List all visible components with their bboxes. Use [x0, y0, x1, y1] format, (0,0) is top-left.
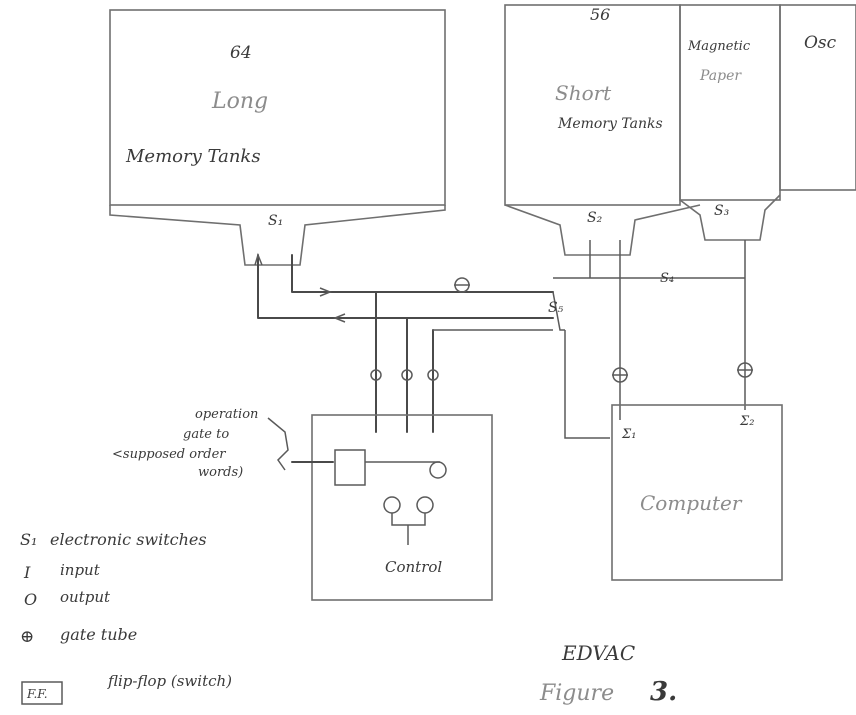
wiring: [255, 240, 745, 438]
switch-s2-label: S₂: [587, 210, 603, 226]
switch-s1-label: S₁: [268, 213, 283, 229]
control-block: Control: [292, 415, 492, 600]
legend-text-4: flip-flop (switch): [107, 672, 232, 690]
computer-label: Computer: [640, 491, 743, 515]
switch-s3-label: S₃: [714, 203, 730, 219]
gate-note-line4: words): [198, 465, 243, 480]
magnetic-paper-block: Magnetic Paper S₃: [680, 5, 780, 240]
legend: S₁ electronic switches I input O output …: [20, 530, 232, 704]
long-memory-name: Memory Tanks: [125, 146, 261, 167]
machine-name: EDVAC: [561, 641, 635, 665]
legend-symbol-0: S₁: [20, 530, 37, 549]
gate-note: operation gate to <supposed order words): [112, 407, 288, 480]
switch-s4-label: S₄: [660, 271, 674, 286]
legend-text-0: electronic switches: [50, 530, 207, 549]
oscillator-block: Osc: [780, 5, 856, 190]
switch-s5-label: S₅: [548, 300, 564, 316]
long-memory-count: 64: [230, 43, 252, 63]
gate-note-line1: operation: [195, 407, 258, 422]
magnetic-line2: Paper: [699, 68, 742, 84]
osc-label: Osc: [804, 33, 837, 53]
control-label: Control: [385, 558, 442, 576]
long-memory-kind: Long: [211, 89, 268, 114]
gate-tube-symbols: S₄ S₅: [371, 271, 753, 382]
legend-text-3: gate tube: [60, 625, 137, 644]
legend-text-2: output: [60, 588, 111, 606]
computer-input-s1: Σ₁: [621, 427, 636, 442]
short-memory-name: Memory Tanks: [557, 116, 663, 132]
legend-symbol-2: O: [24, 590, 37, 609]
legend-text-1: input: [60, 561, 101, 579]
legend-symbol-1: I: [23, 563, 31, 582]
legend-symbol-3: ⊕: [20, 627, 34, 647]
figure-word: Figure: [539, 681, 614, 706]
legend-symbol-4: F.F.: [26, 687, 48, 701]
magnetic-line1: Magnetic: [687, 39, 751, 54]
computer-input-s2: Σ₂: [739, 414, 754, 429]
gate-note-line2: gate to: [183, 427, 229, 442]
short-memory-count: 56: [590, 5, 610, 24]
short-memory-block: 56 Short Memory Tanks S₂: [505, 5, 700, 255]
figure-caption: EDVAC Figure 3.: [539, 641, 677, 707]
figure-number: 3.: [650, 677, 677, 707]
short-memory-kind: Short: [555, 81, 612, 105]
long-memory-block: 64 Long Memory Tanks S₁: [110, 10, 445, 265]
computer-block: Σ₁ Σ₂ Computer: [612, 405, 782, 580]
gate-note-line3: <supposed order: [112, 447, 226, 462]
